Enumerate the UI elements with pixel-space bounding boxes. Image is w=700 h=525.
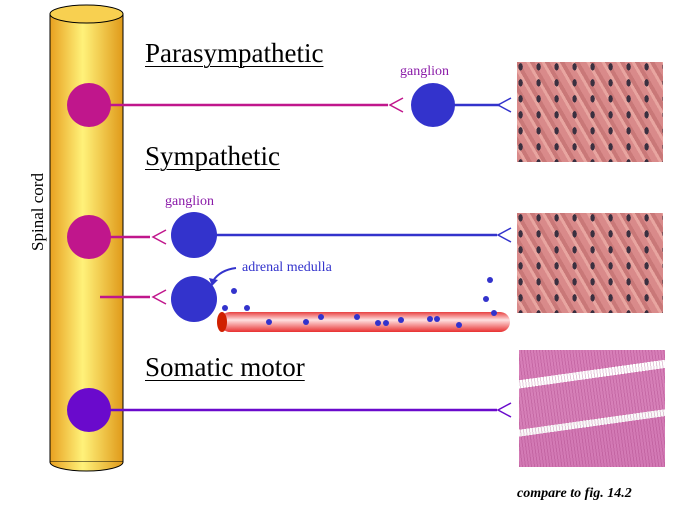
blood-vessel [220,312,510,332]
arrow-icon [209,278,218,286]
hormone-dots [222,277,497,328]
somatic-pathway [67,388,512,432]
preganglionic-neuron-body [67,83,111,127]
adrenal-medulla-label: adrenal medulla [242,260,332,275]
parasympathetic-pathway [67,83,512,127]
ganglion-label: ganglion [400,64,449,79]
ganglion-neuron-body [171,212,217,258]
ganglion-label: ganglion [165,194,214,209]
adrenal-medulla-cell [171,276,217,322]
compare-figure-note: compare to fig. 14.2 [517,486,632,501]
sympathetic-heading: Sympathetic [145,141,280,171]
somatic-motor-heading: Somatic motor [145,352,305,382]
cardiac-muscle-image [517,62,663,162]
cardiac-muscle-image [517,213,663,313]
parasympathetic-heading: Parasympathetic [145,38,324,68]
sympathetic-pathway [67,212,512,332]
motor-neuron-body [67,388,111,432]
skeletal-muscle-image [519,350,665,467]
spinal-cord-label: Spinal cord [28,173,47,251]
ganglion-neuron-body [411,83,455,127]
preganglionic-neuron-body [67,215,111,259]
